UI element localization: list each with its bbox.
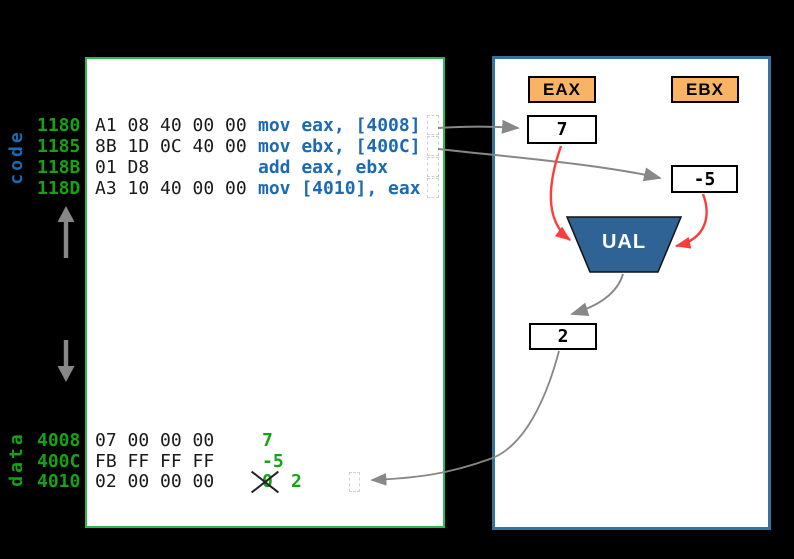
data-bytes: FB FF FF FF [95,451,215,472]
old-value: 0 [262,471,273,492]
machine-bytes: A3 10 40 00 00 [95,178,247,199]
operand-placeholder [427,157,439,177]
data-section-label: data [6,431,27,487]
register-label-eax: EAX [528,76,596,103]
data-bytes: 07 00 00 00 [95,430,215,451]
code-row: 118D A3 10 40 00 00 mov [4010], eax [37,178,457,199]
data-bytes: 02 00 00 00 [95,471,215,492]
asm-instruction: mov [4010], eax [258,178,421,199]
down-arrow-icon [57,340,75,382]
data-address: 4008 [37,430,81,451]
operand-placeholder [427,178,439,198]
code-row: 1185 8B 1D 0C 40 00 mov ebx, [400C] [37,136,457,157]
machine-bytes: A1 08 40 00 00 [95,115,247,136]
machine-bytes: 8B 1D 0C 40 00 [95,136,247,157]
data-row: 4008 07 00 00 00 7 [37,430,457,451]
asm-instruction: mov ebx, [400C] [258,136,421,157]
asm-instruction: add eax, ebx [258,157,389,178]
crossed-out-old-value: 0 [250,470,280,494]
register-label-ebx: EBX [671,76,739,103]
alu-label: UAL [601,231,647,253]
data-address: 400C [37,451,81,472]
decoded-value: 7 [262,430,273,451]
data-address: 4010 [37,471,81,492]
code-row: 1180 A1 08 40 00 00 mov eax, [4008] [37,115,457,136]
code-address: 1185 [37,136,81,157]
asm-instruction: mov eax, [4008] [258,115,421,136]
operand-placeholder [427,136,439,156]
new-value: 2 [291,471,302,492]
code-section-label: code [6,129,27,185]
eax-value-box: 7 [527,115,597,144]
alu-result-box: 2 [529,323,597,350]
code-row: 118B 01 D8 add eax, ebx [37,157,457,178]
data-row: 400C FB FF FF FF -5 [37,451,457,472]
ebx-value-box: -5 [671,165,738,193]
code-address: 118B [37,157,81,178]
code-address: 1180 [37,115,81,136]
write-target-placeholder [349,472,360,492]
data-row: 4010 02 00 00 00 0 2 [37,470,457,494]
machine-bytes: 01 D8 [95,157,150,178]
code-address: 118D [37,178,81,199]
operand-placeholder [427,115,439,135]
decoded-value: -5 [262,451,284,472]
